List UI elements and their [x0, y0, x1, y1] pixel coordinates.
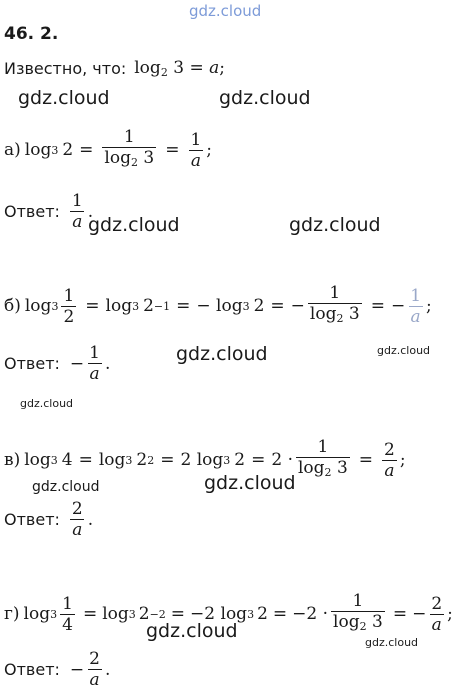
fraction: 1 2: [61, 285, 77, 327]
part-label: а): [4, 140, 21, 160]
given-expression: log2 3 = a;: [134, 58, 225, 79]
watermark: gdz.cloud: [289, 214, 381, 236]
fraction: 1 4: [60, 593, 75, 635]
part-d-answer: Ответ: − 2 a .: [4, 649, 111, 690]
answer-fraction: 1 a: [70, 191, 85, 232]
watermark: gdz.cloud: [88, 214, 180, 236]
part-b-answer: Ответ: − 1 a .: [4, 343, 111, 384]
watermark-top: gdz.cloud: [189, 2, 262, 20]
fraction: 2 a: [382, 439, 397, 481]
watermark: gdz.cloud: [146, 620, 238, 642]
watermark: gdz.cloud: [18, 87, 110, 109]
answer-fraction: 1 a: [87, 343, 102, 384]
fraction: 1 log2 3: [307, 284, 362, 328]
part-label: в): [4, 450, 21, 470]
part-label: г): [4, 604, 20, 624]
part-a-answer: Ответ: 1 a .: [4, 191, 94, 232]
watermark: gdz.cloud: [204, 472, 296, 494]
part-c-answer: Ответ: 2 a .: [4, 499, 94, 540]
fraction: 1 log2 3: [102, 128, 157, 172]
watermark: gdz.cloud: [32, 479, 100, 495]
watermark: gdz.cloud: [377, 344, 431, 357]
watermark: gdz.cloud: [365, 636, 419, 649]
watermark: gdz.cloud: [219, 87, 311, 109]
answer-fraction: 2 a: [87, 649, 102, 690]
fraction: 1 a: [188, 129, 203, 171]
given-label: Известно, что:: [4, 59, 127, 78]
answer-fraction: 2 a: [70, 499, 85, 540]
watermark: gdz.cloud: [20, 397, 74, 410]
fraction: 1 log2 3: [331, 592, 385, 636]
fraction: 1 a: [408, 285, 423, 327]
part-label: б): [4, 296, 21, 316]
watermark: gdz.cloud: [176, 343, 268, 365]
problem-number: 46. 2.: [4, 24, 59, 44]
given-line: Известно, что: log2 3 = a;: [4, 58, 225, 79]
fraction: 1 log2 3: [295, 438, 350, 482]
fraction: 2 a: [429, 593, 444, 635]
